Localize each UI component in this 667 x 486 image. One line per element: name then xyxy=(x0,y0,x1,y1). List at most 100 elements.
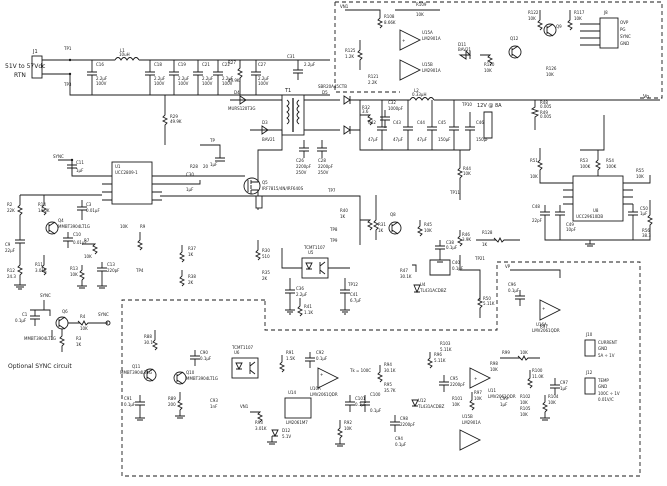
svg-text:U10A: U10A xyxy=(310,386,321,391)
svg-text:5A ÷ 1V: 5A ÷ 1V xyxy=(598,353,615,358)
feedback-section: TP7 R40 1K TP8 TP9 R44 10K TP11 R31 1K Q… xyxy=(160,150,520,318)
svg-text:C46: C46 xyxy=(476,120,484,125)
svg-text:TP11: TP11 xyxy=(449,190,460,195)
current-sense-resistors: R48 0.005 R49 0.005 Vo xyxy=(530,94,649,151)
svg-text:SBR20A45CTB: SBR20A45CTB xyxy=(318,84,347,89)
svg-text:10K: 10K xyxy=(463,171,471,176)
svg-text:14.0K: 14.0K xyxy=(38,208,50,213)
svg-text:0.1µF: 0.1µF xyxy=(355,402,367,407)
svg-text:R54: R54 xyxy=(606,158,614,163)
svg-text:0.01V/C: 0.01V/C xyxy=(598,397,614,402)
svg-text:MMBT3904LT1G: MMBT3904LT1G xyxy=(58,224,90,229)
j8-pin-2: SYNC xyxy=(620,34,631,39)
svg-text:LMV2061QDR: LMV2061QDR xyxy=(532,328,560,333)
svg-text:C28: C28 xyxy=(318,158,326,163)
snubber-caps: C26 2200pF 250V C28 2200pF 250V TP 1µF xyxy=(200,138,334,175)
svg-text:U14: U14 xyxy=(288,390,296,395)
svg-text:0.01µF: 0.01µF xyxy=(86,208,100,213)
svg-text:R105: R105 xyxy=(520,406,531,411)
svg-text:100V: 100V xyxy=(154,81,165,86)
svg-text:2.2µF: 2.2µF xyxy=(296,292,308,297)
svg-text:R11: R11 xyxy=(35,262,43,267)
svg-text:10K: 10K xyxy=(520,412,528,417)
svg-text:C38: C38 xyxy=(446,240,454,245)
svg-text:TP3: TP3 xyxy=(63,82,72,87)
svg-text:R96: R96 xyxy=(434,352,442,357)
svg-text:C99: C99 xyxy=(500,396,508,401)
svg-text:2.2K: 2.2K xyxy=(368,80,377,85)
svg-text:Q10: Q10 xyxy=(186,370,195,375)
svg-text:C11: C11 xyxy=(76,160,84,165)
svg-text:10K: 10K xyxy=(574,16,582,21)
svg-text:10K: 10K xyxy=(548,400,556,405)
svg-text:SYNC: SYNC xyxy=(40,293,51,298)
svg-text:2.2µF: 2.2µF xyxy=(304,62,316,67)
svg-text:R88: R88 xyxy=(144,334,152,339)
u1-timing-network: R2 22K C9 22µF R12 24.3 R14 14.0K C3 0.0… xyxy=(5,194,146,290)
svg-text:D11: D11 xyxy=(458,42,467,47)
svg-text:24.3: 24.3 xyxy=(7,274,16,279)
svg-text:R46: R46 xyxy=(462,232,470,237)
svg-text:R35: R35 xyxy=(262,270,270,275)
svg-text:3.6: 3.6 xyxy=(362,109,369,114)
svg-text:D3: D3 xyxy=(262,120,268,125)
svg-text:J1: J1 xyxy=(32,49,38,55)
svg-text:R48: R48 xyxy=(540,100,548,105)
svg-text:R99: R99 xyxy=(502,350,510,355)
svg-text:5.11K: 5.11K xyxy=(434,358,446,363)
svg-text:10K: 10K xyxy=(120,224,128,229)
svg-text:22µF: 22µF xyxy=(5,248,16,253)
svg-text:1.5K: 1.5K xyxy=(286,356,295,361)
svg-text:VP: VP xyxy=(505,264,511,269)
svg-text:10K: 10K xyxy=(452,402,460,407)
svg-text:SYNC: SYNC xyxy=(98,312,109,317)
svg-text:47µF: 47µF xyxy=(393,137,404,142)
svg-text:R120: R120 xyxy=(484,62,495,67)
svg-text:LMV2061QDR: LMV2061QDR xyxy=(488,394,516,399)
svg-text:LMV2061QDR: LMV2061QDR xyxy=(310,392,338,397)
svg-text:D12: D12 xyxy=(282,428,291,433)
svg-text:R98: R98 xyxy=(490,361,498,366)
svg-text:TP4: TP4 xyxy=(135,268,144,273)
svg-text:10K: 10K xyxy=(424,228,432,233)
svg-text:L2: L2 xyxy=(414,88,419,93)
svg-text:BAV21: BAV21 xyxy=(458,47,472,52)
svg-text:0.1µF: 0.1µF xyxy=(370,408,382,413)
svg-text:R9: R9 xyxy=(140,224,146,229)
svg-text:TP12: TP12 xyxy=(347,282,358,287)
input-return-rail xyxy=(69,74,330,96)
svg-text:10K: 10K xyxy=(84,254,92,259)
bottom-telemetry-section: R88 30.1 C90 0.1µF Q11 MMBT3904LT1G Q10 … xyxy=(120,264,620,451)
svg-text:0.1µF: 0.1µF xyxy=(200,356,212,361)
svg-text:3.9K: 3.9K xyxy=(462,237,471,242)
svg-text:10K: 10K xyxy=(80,326,88,331)
svg-text:R92: R92 xyxy=(344,420,352,425)
svg-text:C31: C31 xyxy=(287,54,295,59)
svg-text:1K: 1K xyxy=(378,228,384,233)
svg-text:30.1K: 30.1K xyxy=(400,274,412,279)
svg-text:LM2901A: LM2901A xyxy=(422,36,441,41)
svg-text:R125: R125 xyxy=(345,48,356,53)
svg-text:TP21: TP21 xyxy=(474,256,485,261)
svg-text:220pF: 220pF xyxy=(107,268,120,273)
svg-text:C19: C19 xyxy=(178,62,186,67)
svg-text:LM2061M7: LM2061M7 xyxy=(286,420,308,425)
j8-pin-0: OVP xyxy=(620,20,629,25)
svg-text:R41: R41 xyxy=(304,304,312,309)
svg-text:0.1µF: 0.1µF xyxy=(508,288,520,293)
svg-text:Q9: Q9 xyxy=(556,24,562,29)
svg-text:C92: C92 xyxy=(316,350,324,355)
svg-text:0.1µF: 0.1µF xyxy=(446,245,458,250)
svg-text:R91: R91 xyxy=(286,350,294,355)
svg-text:C32: C32 xyxy=(388,100,396,105)
svg-text:47µF: 47µF xyxy=(417,137,428,142)
svg-text:11.0K: 11.0K xyxy=(532,374,544,379)
input-voltage-label: 51V to 57Vdc xyxy=(5,63,45,70)
svg-text:+: + xyxy=(320,372,323,377)
svg-text:R44: R44 xyxy=(463,166,471,171)
j8-pin-1: PG xyxy=(620,27,626,32)
svg-text:U4: U4 xyxy=(420,282,426,287)
transformer-t1: T1 xyxy=(281,88,330,136)
svg-text:BAV21: BAV21 xyxy=(262,137,276,142)
svg-text:10K: 10K xyxy=(520,350,528,355)
